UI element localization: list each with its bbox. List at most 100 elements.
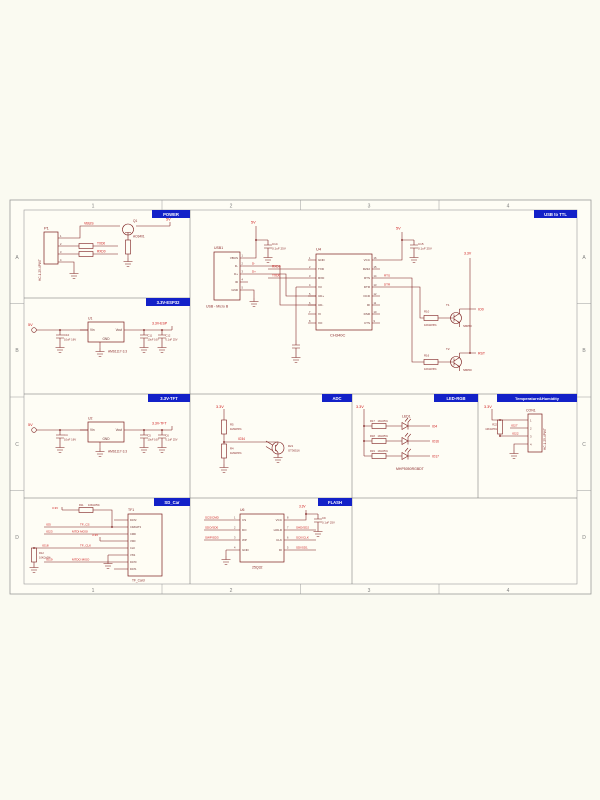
component-con1-connector[interactable]: 1 2 3 4 CON1 HC-1.25-4PWT bbox=[526, 409, 547, 453]
net-label-io34: IO34 bbox=[238, 437, 245, 441]
part-number: AMS1117-3.3 bbox=[108, 450, 127, 454]
section-title-bar-temp bbox=[497, 394, 577, 402]
pin-name: DAT1 bbox=[130, 567, 137, 571]
net-label-wp: SWP/SD3 bbox=[205, 536, 219, 540]
pin-name: V3 bbox=[318, 285, 322, 289]
pin-name: CMD bbox=[130, 532, 136, 536]
pin-name: DAT2 bbox=[130, 518, 137, 522]
pin-number: 4 bbox=[530, 443, 532, 447]
pin-name: VCC bbox=[276, 518, 283, 522]
block-usb-to-ttl: USB to TTL VBUS D- D+ ID GND 1 2 3 4 5 U… bbox=[206, 210, 577, 372]
component-u4-ch340[interactable]: 1 2 3 4 5 6 7 8 GND TXD RXD V3 UD+ UD- X… bbox=[308, 247, 380, 338]
ref-designator: C4 bbox=[64, 433, 68, 437]
grid-col-label: 1 bbox=[92, 204, 95, 210]
pin-number: 6 bbox=[309, 301, 311, 305]
net-label-io5: IO5 bbox=[46, 522, 51, 526]
part-number: HC-1.25-4PWT bbox=[38, 259, 42, 281]
net-label-vbus: VBUS bbox=[84, 222, 94, 226]
component-u1-regulator[interactable]: Vin GND Vout U1 AMS1117-3.3 bbox=[80, 317, 127, 354]
grid-row-label: B bbox=[582, 348, 586, 354]
pin-name: DAT0 bbox=[130, 560, 137, 564]
pin-name: GND bbox=[231, 288, 239, 292]
pin-number: 2 bbox=[242, 262, 244, 266]
net-label-5v: 5V bbox=[28, 423, 33, 427]
pin-number: 3 bbox=[234, 536, 236, 540]
usb-wires bbox=[248, 226, 476, 363]
grid-row-label: C bbox=[582, 442, 586, 448]
pin-number: 16 bbox=[374, 256, 377, 260]
ref-designator: C9 bbox=[322, 516, 326, 520]
ref-designator: C10 bbox=[64, 333, 70, 337]
part-number: 25Q32 bbox=[252, 566, 263, 570]
ref-designator: T2 bbox=[446, 347, 450, 351]
component-u2-regulator[interactable]: Vin GND Vout U2 AMS1117-3.3 bbox=[80, 417, 127, 454]
component-q1-transistor[interactable]: Q1 AO3401 bbox=[122, 219, 145, 240]
pin-name: CLK bbox=[276, 538, 282, 542]
pin-name: DI bbox=[279, 548, 282, 552]
part-number: AO3401 bbox=[133, 235, 145, 239]
component-led1[interactable]: LED1 MHP5050RGBDT bbox=[396, 415, 425, 472]
pin-name: DTR bbox=[364, 285, 371, 289]
net-label-hold: SHD/SD2 bbox=[296, 525, 309, 529]
ref-designator: USB1 bbox=[214, 246, 223, 250]
grid-row-label: D bbox=[15, 535, 19, 541]
pin-name: RI bbox=[367, 303, 370, 307]
pin-name: CS bbox=[242, 518, 246, 522]
component-p1-connector[interactable]: 1 2 3 4 P1 HC-1.25-4PWT bbox=[38, 226, 66, 282]
section-title-sd: SD_Car bbox=[164, 500, 179, 505]
pin-name: Vin bbox=[90, 328, 95, 332]
ref-designator: LED1 bbox=[402, 415, 411, 419]
component-usb-connector[interactable]: VBUS D- D+ ID GND 1 2 3 4 5 USB1 USB - M… bbox=[206, 246, 248, 309]
grid-row-label: D bbox=[582, 535, 586, 541]
grid-row-label: A bbox=[15, 255, 19, 261]
grid-col-label: 3 bbox=[368, 588, 371, 594]
value: 10KΩ±5% bbox=[88, 503, 100, 507]
net-label-txd0: TXD0 bbox=[272, 273, 280, 277]
net-label-3v3: 3.3V bbox=[356, 405, 364, 409]
section-title-flash: FLASH bbox=[328, 500, 342, 505]
pin-name: GND bbox=[102, 337, 110, 341]
pin-name: D+ bbox=[234, 272, 238, 276]
ref-designator: R17 bbox=[370, 419, 375, 423]
ref-designator: R10 bbox=[424, 310, 430, 314]
grid-col-label: 4 bbox=[507, 204, 510, 210]
ref-designator: U6 bbox=[240, 508, 245, 512]
pin-name: R232 bbox=[363, 267, 371, 271]
pin-name: GND bbox=[102, 437, 110, 441]
grid-row-label: A bbox=[582, 255, 586, 261]
ref-designator: U4 bbox=[316, 247, 322, 252]
ref-designator: R18 bbox=[370, 434, 375, 438]
pin-number: 4 bbox=[242, 278, 244, 282]
pin-name: VBUS bbox=[230, 256, 238, 260]
pin-name: TXD bbox=[318, 267, 325, 271]
pin-number: 4 bbox=[60, 258, 62, 262]
net-label-3v3: 3.3V bbox=[484, 405, 492, 409]
pin-name: XO bbox=[318, 321, 323, 325]
pin-number: 3 bbox=[60, 250, 62, 254]
net-label-5v: 5V bbox=[396, 227, 401, 231]
pin-name: ID bbox=[235, 280, 239, 284]
pin-number: 2 bbox=[309, 265, 311, 269]
grid-col-label: 1 bbox=[92, 588, 95, 594]
net-label-3v3: 3.3V bbox=[299, 505, 306, 509]
net-label-tfcs: TF_CS bbox=[80, 522, 90, 526]
section-title-esp: 3.3V-ESP32 bbox=[157, 300, 180, 305]
value: 1MΩ±5% bbox=[230, 427, 242, 431]
ref-designator: C14 bbox=[272, 242, 278, 246]
section-title-usb: USB to TTL bbox=[544, 212, 567, 217]
section-title-bar-adc bbox=[322, 394, 352, 402]
ref-designator: TF1 bbox=[128, 508, 134, 512]
value: 10KΩ±5% bbox=[424, 323, 437, 327]
net-label-io22: IO22 bbox=[512, 432, 519, 436]
ref-designator: R21 bbox=[288, 444, 294, 448]
sheet-frame: 1 2 3 4 1 2 3 4 A B C D A B C D bbox=[9, 199, 592, 595]
ref-designator: C6 bbox=[166, 434, 170, 438]
section-title-bar-flash bbox=[318, 498, 352, 506]
component-u6-flash[interactable]: 1 2 3 4 CS DO WP GND 8 7 6 5 VCC HOLD CL… bbox=[234, 508, 289, 570]
pin-number: 5 bbox=[287, 546, 289, 550]
component-tf-connector[interactable]: DAT2 CD/DAT3 CMD VDD CLK VSS DAT0 DAT1 T… bbox=[127, 508, 163, 583]
pin-number: 5 bbox=[242, 286, 244, 290]
net-label-io19: IO19 bbox=[46, 557, 53, 561]
value: 1KΩ±5% bbox=[378, 449, 389, 453]
